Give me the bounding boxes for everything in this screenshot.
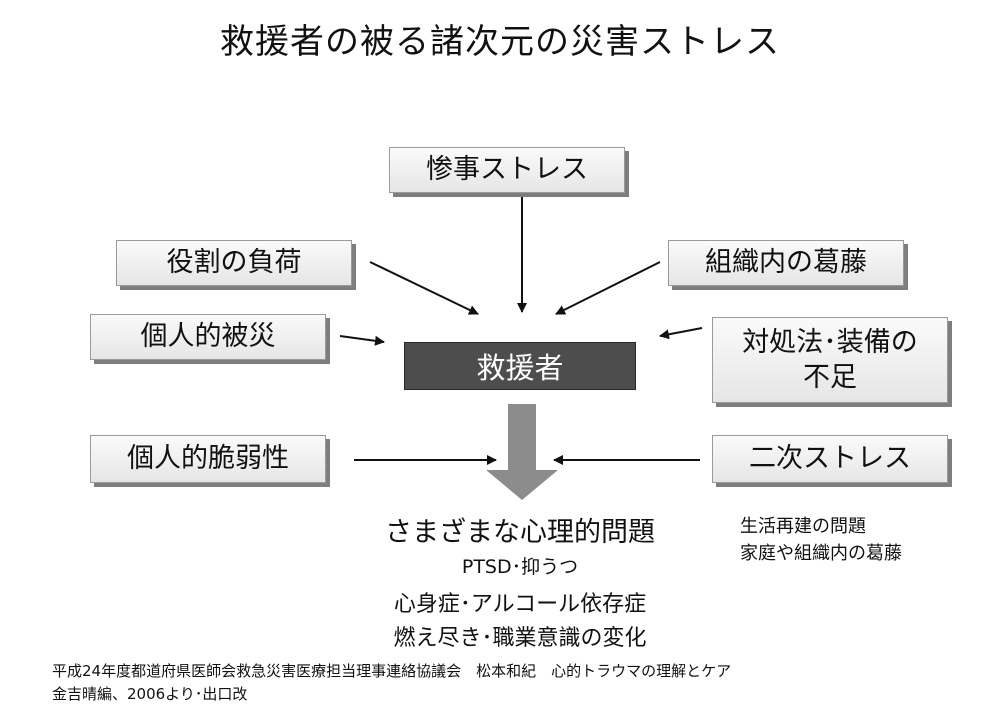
box-personal-vulnerability: 個人的脆弱性 <box>90 435 326 483</box>
outcome-title: さまざまな心理的問題 <box>385 517 655 548</box>
box-role-load: 役割の負荷 <box>116 240 352 286</box>
down-block-arrow <box>486 404 558 500</box>
citation-line-2: 金吉晴編、2006より･出口改 <box>52 685 248 703</box>
box-secondary-stress: 二次ストレス <box>712 435 948 483</box>
arrow-org-to-center <box>555 261 661 315</box>
center-rescuer: 救援者 <box>404 342 636 390</box>
arrow-coping-to-center <box>659 327 703 340</box>
arrow-personal-disaster-to-center <box>339 335 385 346</box>
box-org-conflict: 組織内の葛藤 <box>668 240 904 286</box>
citation-line-1: 平成24年度都道府県医師会救急災害医療担当理事連絡協議会 松本和紀 心的トラウマ… <box>52 662 732 680</box>
outcome-line-burnout: 燃え尽き･職業意識の変化 <box>393 626 647 651</box>
outcome-line-ptsd: PTSD･抑うつ <box>461 556 579 578</box>
outcome-line-psychosomatic: 心身症･アルコール依存症 <box>393 592 647 617</box>
secondary-note-2: 家庭や組織内の葛藤 <box>740 543 902 564</box>
box-catastrophic-stress: 惨事ストレス <box>389 147 625 193</box>
secondary-note-1: 生活再建の問題 <box>740 516 866 537</box>
diagram-title: 救援者の被る諸次元の災害ストレス <box>220 22 780 62</box>
arrow-role-to-center <box>369 261 479 315</box>
box-coping-equipment: 対処法･装備の不足 <box>712 317 948 403</box>
box-personal-disaster: 個人的被災 <box>90 314 326 360</box>
